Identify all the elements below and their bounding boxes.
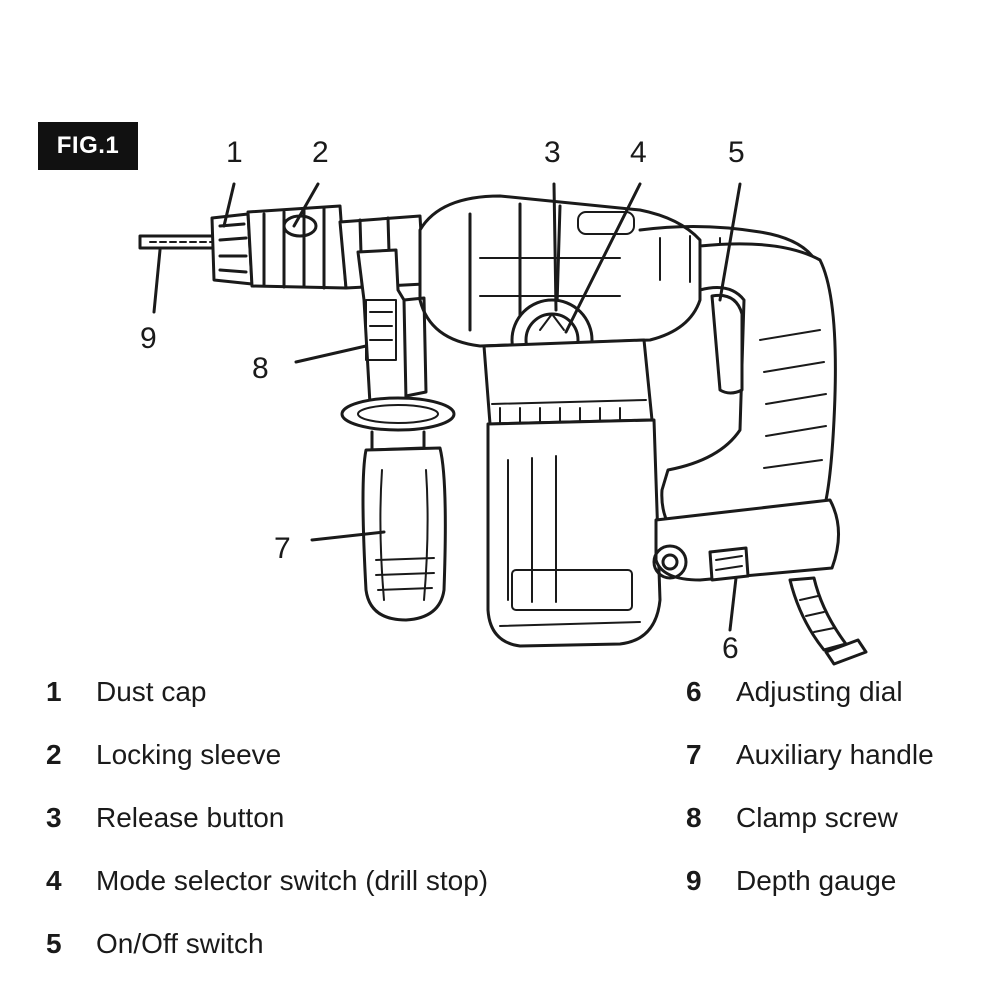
legend-item: 4 Mode selector switch (drill stop) xyxy=(46,861,488,901)
legend-number: 9 xyxy=(686,865,702,896)
legend-number: 4 xyxy=(46,865,62,896)
legend-label: Depth gauge xyxy=(736,865,897,896)
legend-label: Release button xyxy=(96,802,285,833)
leader-lines xyxy=(152,182,742,632)
legend-item: 1 Dust cap xyxy=(46,672,207,712)
legend-number: 8 xyxy=(686,802,702,833)
dust-cap-shape xyxy=(210,212,254,286)
legend-number: 1 xyxy=(46,676,62,707)
gearbox-body-shape xyxy=(482,338,662,648)
legend-item: 3 Release button xyxy=(46,798,284,838)
callout-9: 9 xyxy=(140,322,157,355)
figure-label: FIG.1 xyxy=(38,122,138,170)
legend-number: 6 xyxy=(686,676,702,707)
rear-handle-shape xyxy=(652,242,841,582)
legend-label: Clamp screw xyxy=(736,802,898,833)
callout-5: 5 xyxy=(728,136,745,169)
legend-item: 6 Adjusting dial xyxy=(686,672,903,712)
callout-6: 6 xyxy=(722,632,739,665)
legend-item: 8 Clamp screw xyxy=(686,798,898,838)
parts-legend: 1 Dust cap 2 Locking sleeve 3 Release bu… xyxy=(0,672,1000,992)
hammer-drill-illustration xyxy=(138,182,868,666)
legend-item: 7 Auxiliary handle xyxy=(686,735,934,775)
legend-number: 2 xyxy=(46,739,62,770)
legend-label: Dust cap xyxy=(96,676,207,707)
callout-8: 8 xyxy=(252,352,269,385)
power-cord-shape xyxy=(788,576,868,666)
motor-housing-shape xyxy=(418,194,822,348)
callout-4: 4 xyxy=(630,136,647,169)
callout-1: 1 xyxy=(226,136,243,169)
legend-label: Locking sleeve xyxy=(96,739,282,770)
legend-number: 3 xyxy=(46,802,62,833)
legend-number: 7 xyxy=(686,739,702,770)
auxiliary-handle-shape xyxy=(340,396,456,622)
callout-7: 7 xyxy=(274,532,291,565)
callout-2: 2 xyxy=(312,136,329,169)
legend-label: On/Off switch xyxy=(96,928,264,959)
legend-label: Adjusting dial xyxy=(736,676,903,707)
callout-3: 3 xyxy=(544,136,561,169)
legend-item: 5 On/Off switch xyxy=(46,924,264,964)
aux-handle-clamp-shape xyxy=(356,248,428,406)
legend-number: 5 xyxy=(46,928,62,959)
legend-item: 2 Locking sleeve xyxy=(46,735,281,775)
legend-item: 9 Depth gauge xyxy=(686,861,896,901)
legend-label: Auxiliary handle xyxy=(736,739,934,770)
legend-label: Mode selector switch (drill stop) xyxy=(96,865,489,896)
